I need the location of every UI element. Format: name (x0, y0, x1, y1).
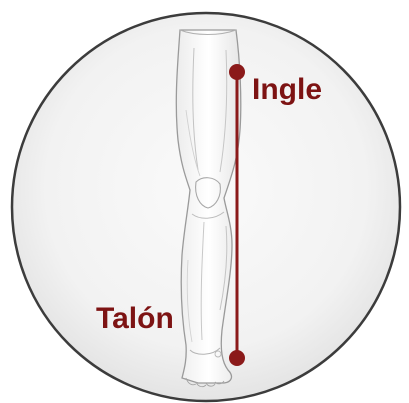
top-endpoint-marker (229, 64, 245, 80)
groin-label: Ingle (252, 73, 322, 107)
heel-label: Talón (96, 302, 174, 336)
bottom-endpoint-marker (229, 350, 245, 366)
